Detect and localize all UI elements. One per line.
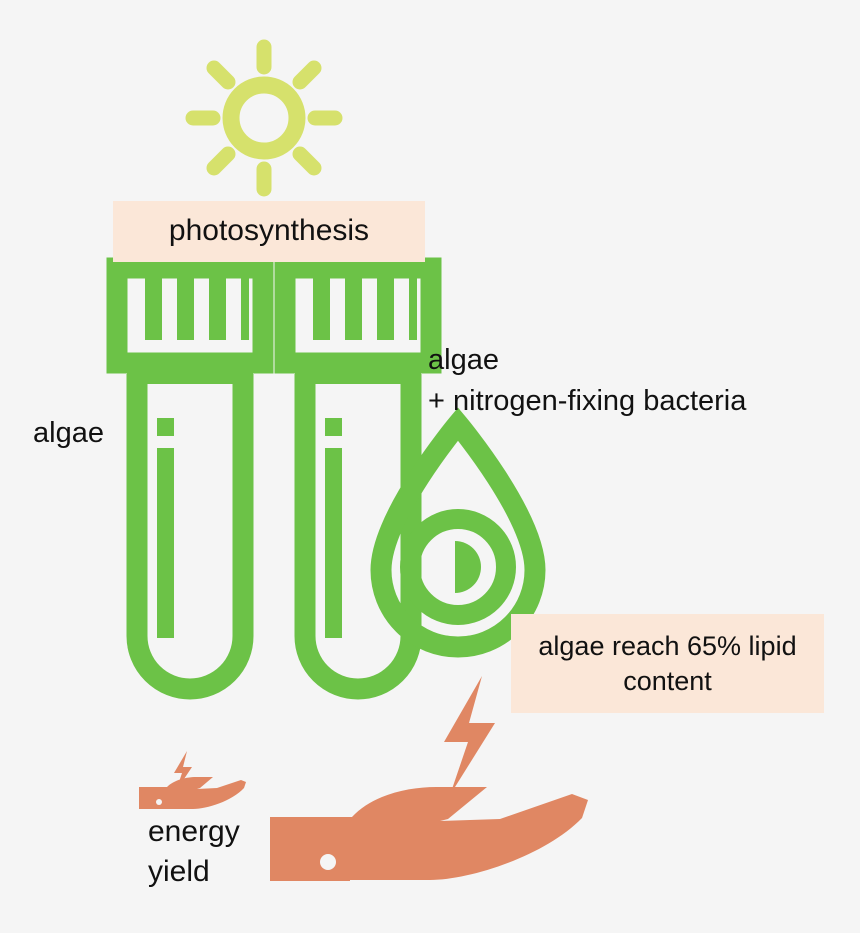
test-tube-icon-right [274,257,442,700]
label-algae-left: algae [33,417,104,449]
hand-holding-lightning-icon-small [139,751,246,809]
test-tube-icon-left [106,257,274,700]
callout-lipid-content: algae reach 65% lipid content [511,614,824,713]
callout-photosynthesis: photosynthesis [113,201,425,262]
lightning-bolt-icon-small [174,751,192,791]
label-algae-nitrogen-fixing-bacteria: algae + nitrogen-fixing bacteria [428,344,747,418]
sun-icon [185,39,343,197]
label-energy-yield: energy yield [148,815,240,888]
hand-holding-lightning-icon-large [270,787,588,881]
lightning-bolt-icon-large [444,676,495,795]
droplet-icon [370,407,546,658]
